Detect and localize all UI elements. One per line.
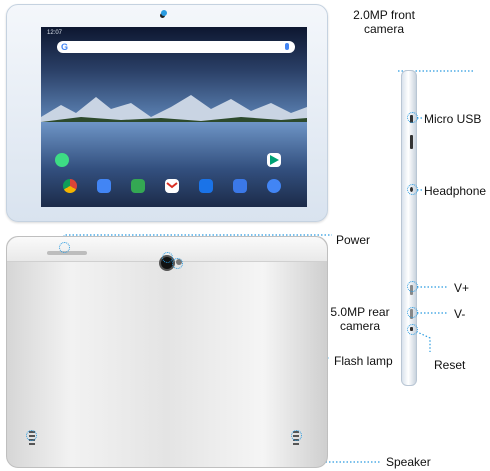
micro-usb-marker: [407, 112, 418, 123]
card-slot: [410, 135, 413, 149]
volume-down-label: V-: [454, 307, 466, 321]
duo-icon[interactable]: [199, 179, 213, 193]
gmail-icon[interactable]: [165, 179, 179, 193]
files-icon[interactable]: [97, 179, 111, 193]
chrome-icon[interactable]: [63, 179, 77, 193]
rear-camera-marker: [162, 252, 173, 263]
flash-lamp-label: Flash lamp: [334, 354, 393, 368]
power-marker: [59, 242, 70, 253]
speaker-right-marker: [291, 430, 302, 441]
tablet-front: 12:07 G: [6, 4, 328, 222]
reset-marker: [407, 324, 418, 335]
volume-up-label: V+: [454, 281, 470, 295]
front-camera-label-line1: 2.0MP front: [353, 8, 415, 22]
headphone-label: Headphone: [424, 184, 487, 198]
volume-down-marker: [407, 307, 418, 318]
contacts-icon[interactable]: [233, 179, 247, 193]
camera-icon[interactable]: [267, 179, 281, 193]
tablet-screen: 12:07 G: [41, 27, 307, 207]
reset-label: Reset: [434, 358, 466, 372]
tablet-back: [6, 236, 328, 468]
front-camera-label-line2: camera: [363, 22, 404, 36]
play-store-icon[interactable]: [267, 153, 281, 167]
front-camera-marker: [161, 10, 167, 16]
speaker-left-marker: [26, 430, 37, 441]
flash-marker: [172, 258, 183, 269]
headphone-marker: [407, 184, 418, 195]
rear-camera-label-line1: 5.0MP rear: [330, 305, 390, 319]
folder-icon[interactable]: [55, 153, 69, 167]
google-icon: G: [61, 42, 69, 52]
google-search-bar[interactable]: G: [57, 41, 295, 53]
rear-camera-label-line2: camera: [339, 319, 380, 333]
volume-up-marker: [407, 281, 418, 292]
status-time: 12:07: [47, 30, 63, 36]
micro-usb-label: Micro USB: [424, 112, 482, 126]
photos-icon[interactable]: [131, 179, 145, 193]
front-camera-label: 2.0MP front camera: [336, 8, 432, 36]
power-label: Power: [336, 233, 371, 247]
power-button[interactable]: [47, 251, 87, 255]
mic-icon[interactable]: [285, 43, 289, 50]
app-dock: [63, 177, 285, 197]
rear-camera-label: 5.0MP rear camera: [326, 305, 394, 333]
speaker-label: Speaker: [386, 455, 431, 469]
